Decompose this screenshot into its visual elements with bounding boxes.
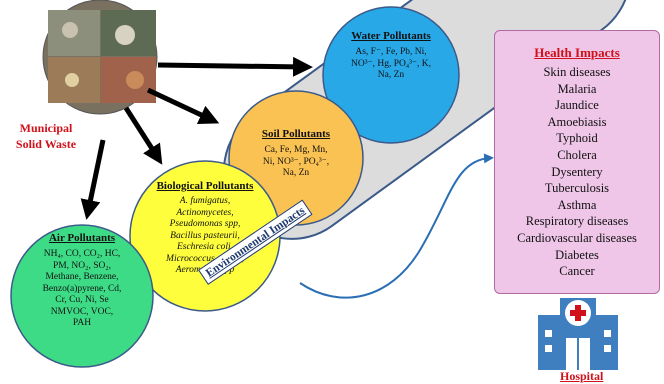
arrow-to-water xyxy=(157,56,313,77)
health-item: Skin diseases xyxy=(543,65,611,79)
health-item: Tuberculosis xyxy=(544,181,610,196)
health-item: Dysentery xyxy=(551,164,603,179)
health-impacts-box: Health Impacts Skin diseases Malaria Jau… xyxy=(494,30,660,294)
health-item: Typhoid xyxy=(556,131,598,146)
air-item: PM, NO₂, SO₂, xyxy=(52,260,112,271)
health-item: Asthma xyxy=(557,197,597,212)
soil-pollutants-title: Soil Pollutants xyxy=(261,128,331,140)
arrow-to-air xyxy=(80,139,106,220)
biological-item: A. fumigatus, xyxy=(179,196,231,206)
hospital-icon xyxy=(538,298,618,370)
soil-pollutants-line: Ca, Fe, Mg, Mn, xyxy=(264,145,328,155)
air-pollutants-title: Air Pollutants xyxy=(48,232,116,244)
water-pollutants-line: As, F⁻, Fe, Pb, Ni, xyxy=(355,47,427,57)
soil-pollutants-text: Soil Pollutants Ca, Fe, Mg, Mn, Ni, NO³⁻… xyxy=(241,128,351,180)
air-item: Methane, Benzene, xyxy=(45,272,119,282)
water-pollutants-circle xyxy=(322,6,460,144)
air-item: NH₄, CO, CO₂, HC, xyxy=(43,249,121,259)
air-item: Benzo(a)pyrene, Cd, xyxy=(42,283,122,294)
air-pollutants-text: Air Pollutants NH₄, CO, CO₂, HC, PM, NO₂… xyxy=(22,232,142,330)
arrow-to-biological xyxy=(123,106,163,165)
health-item: Respiratory diseases xyxy=(525,214,629,229)
health-item: Diabetes xyxy=(555,247,599,262)
municipal-solid-waste-label: Municipal Solid Waste xyxy=(6,120,86,152)
biological-item: Pseudomonas spp, xyxy=(169,219,241,229)
water-pollutants-title: Water Pollutants xyxy=(351,30,431,42)
water-pollutants-line: NO³⁻, Hg, PO₄³⁻, K, xyxy=(351,58,431,69)
biological-item: Eschresia coli, xyxy=(176,242,234,252)
msw-line1: Municipal xyxy=(19,121,73,135)
impact-arrow xyxy=(299,153,494,299)
biological-item: Actinomycetes, xyxy=(176,207,234,218)
msw-line2: Solid Waste xyxy=(15,137,77,151)
health-item: Amoebiasis xyxy=(547,114,607,129)
air-item: NMVOC, VOC, xyxy=(50,306,114,317)
waste-photo-collage xyxy=(42,0,158,115)
biological-pollutants-text: Biological Pollutants A. fumigatus, Acti… xyxy=(140,180,270,277)
biological-item: Bacillus pasteurii, xyxy=(170,230,240,241)
air-pollutants-circle xyxy=(10,224,154,368)
soil-pollutants-line: Ni, NO³⁻, PO₄³⁻, xyxy=(262,156,330,167)
arrow-to-soil xyxy=(146,87,220,124)
health-item: Cardiovascular diseases xyxy=(517,230,637,245)
health-item: Jaundice xyxy=(555,98,599,113)
water-pollutants-line: Na, Zn xyxy=(377,70,405,80)
soil-pollutants-line: Na, Zn xyxy=(282,168,310,178)
health-item: Cholera xyxy=(557,147,597,162)
health-item: Cancer xyxy=(559,264,595,279)
biological-pollutants-title: Biological Pollutants xyxy=(156,180,254,192)
hospital-label: Hospital xyxy=(560,369,604,383)
water-pollutants-text: Water Pollutants As, F⁻, Fe, Pb, Ni, NO³… xyxy=(336,30,446,82)
air-item: Cr, Cu, Ni, Se xyxy=(55,295,109,305)
health-item: Malaria xyxy=(557,81,597,96)
biological-item: Micrococcus roseus, xyxy=(166,253,244,264)
health-impacts-title: Health Impacts xyxy=(534,45,620,60)
air-item: PAH xyxy=(72,318,92,328)
